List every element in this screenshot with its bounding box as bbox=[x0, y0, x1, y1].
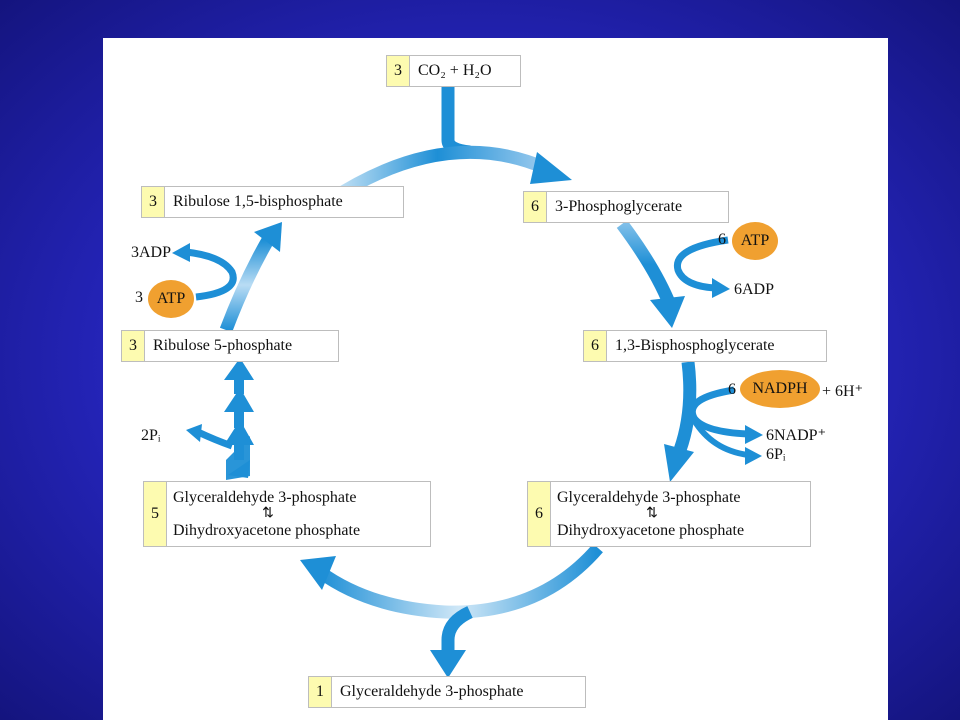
triose-left-stack: Glyceraldehyde 3-phosphate ⇅ Dihydroxyac… bbox=[167, 482, 366, 546]
reduction-arc bbox=[673, 361, 697, 453]
phosphoglycerate-box: 6 3-Phosphoglycerate bbox=[523, 191, 729, 223]
ribulose-bisphosphate-count: 3 bbox=[142, 187, 165, 217]
nadp-label: 6NADP⁺ bbox=[766, 427, 827, 444]
ribulose-bisphosphate-box: 3 Ribulose 1,5-bisphosphate bbox=[141, 186, 404, 218]
pi-branch-arrow bbox=[691, 418, 749, 458]
output-arrowhead bbox=[430, 650, 466, 678]
output-label: Glyceraldehyde 3-phosphate bbox=[340, 683, 524, 700]
rearrangement-arrows bbox=[224, 358, 254, 480]
atp-left-branch-arrow bbox=[185, 248, 237, 301]
ru5p-to-rubp-arrowhead bbox=[254, 222, 282, 252]
co2-count: 3 bbox=[387, 56, 410, 86]
reduction-arrowhead bbox=[664, 444, 694, 482]
regeneration-arrowhead bbox=[300, 556, 336, 590]
co2-inflow-arrow bbox=[441, 85, 471, 159]
bisphosphoglycerate-box: 6 1,3-Bisphosphoglycerate bbox=[583, 330, 827, 362]
output-g3p-box: 1 Glyceraldehyde 3-phosphate bbox=[308, 676, 586, 708]
bisphosphoglycerate-count: 6 bbox=[584, 331, 607, 361]
carboxylation-arc bbox=[326, 145, 548, 206]
phosphoglycerate-label: 3-Phosphoglycerate bbox=[555, 198, 683, 215]
nadph-coefficient: 6 bbox=[728, 381, 736, 398]
co2-label: CO₂ + H₂O bbox=[418, 62, 492, 79]
adp-right-label: 6ADP bbox=[734, 281, 775, 298]
ribulose-5-phosphate-label: Ribulose 5-phosphate bbox=[153, 337, 293, 354]
atp-left-oval: ATP bbox=[148, 280, 194, 318]
output-arrow bbox=[441, 606, 473, 655]
ribulose-5-phosphate-count: 3 bbox=[122, 331, 145, 361]
adp-left-arrowhead bbox=[172, 243, 190, 262]
dhap-right-label: Dihydroxyacetone phosphate bbox=[557, 522, 745, 539]
nadph-branch-arrow bbox=[689, 386, 749, 438]
pi-release-arrowhead bbox=[186, 424, 202, 442]
triose-phosphate-left-box: 5 Glyceraldehyde 3-phosphate ⇅ Dihydroxy… bbox=[143, 481, 431, 547]
regeneration-bottom-arc bbox=[316, 543, 603, 619]
atp-right-oval: ATP bbox=[732, 222, 778, 260]
carboxylation-arrowhead bbox=[530, 152, 572, 184]
atp-right-coefficient: 6 bbox=[718, 231, 726, 248]
atp-right-label: ATP bbox=[740, 232, 770, 249]
phosphorylation-arrowhead bbox=[650, 296, 685, 328]
dhap-left-label: Dihydroxyacetone phosphate bbox=[173, 522, 361, 539]
triose-right-stack: Glyceraldehyde 3-phosphate ⇅ Dihydroxyac… bbox=[551, 482, 750, 546]
output-count: 1 bbox=[309, 677, 332, 707]
phosphorylation-arc bbox=[616, 220, 677, 308]
nadph-oval: NADPH bbox=[740, 370, 820, 408]
nadp-arrowhead bbox=[745, 425, 763, 444]
atp-branch-arrow bbox=[673, 236, 729, 292]
triose-phosphate-right-box: 6 Glyceraldehyde 3-phosphate ⇅ Dihydroxy… bbox=[527, 481, 811, 547]
pi-release-arrow bbox=[196, 428, 234, 450]
pi-left-label: 2Pᵢ bbox=[141, 427, 161, 444]
equilibrium-icon: ⇅ bbox=[262, 506, 274, 521]
equilibrium-icon: ⇅ bbox=[646, 506, 658, 521]
proton-label: + 6H⁺ bbox=[822, 383, 864, 400]
atp-left-coefficient: 3 bbox=[135, 289, 143, 306]
co2-h2o-box: 3 CO₂ + H₂O bbox=[386, 55, 521, 87]
bisphosphoglycerate-label: 1,3-Bisphosphoglycerate bbox=[615, 337, 775, 354]
ribulose-bisphosphate-label: Ribulose 1,5-bisphosphate bbox=[173, 193, 343, 210]
ribulose-5-phosphate-box: 3 Ribulose 5-phosphate bbox=[121, 330, 339, 362]
g3p-right-label: Glyceraldehyde 3-phosphate bbox=[557, 489, 741, 506]
triose-right-count: 6 bbox=[528, 482, 551, 546]
triose-left-count: 5 bbox=[144, 482, 167, 546]
adp-left-label: 3ADP bbox=[131, 244, 172, 261]
atp-branch-arrowhead bbox=[712, 278, 730, 298]
nadph-label: NADPH bbox=[752, 380, 808, 397]
atp-left-label: ATP bbox=[156, 290, 186, 307]
ru5p-to-rubp-arc bbox=[219, 236, 274, 333]
pi-arrowhead bbox=[745, 447, 762, 465]
pi-right-label: 6Pᵢ bbox=[766, 446, 786, 463]
phosphoglycerate-count: 6 bbox=[524, 192, 547, 222]
g3p-left-label: Glyceraldehyde 3-phosphate bbox=[173, 489, 357, 506]
